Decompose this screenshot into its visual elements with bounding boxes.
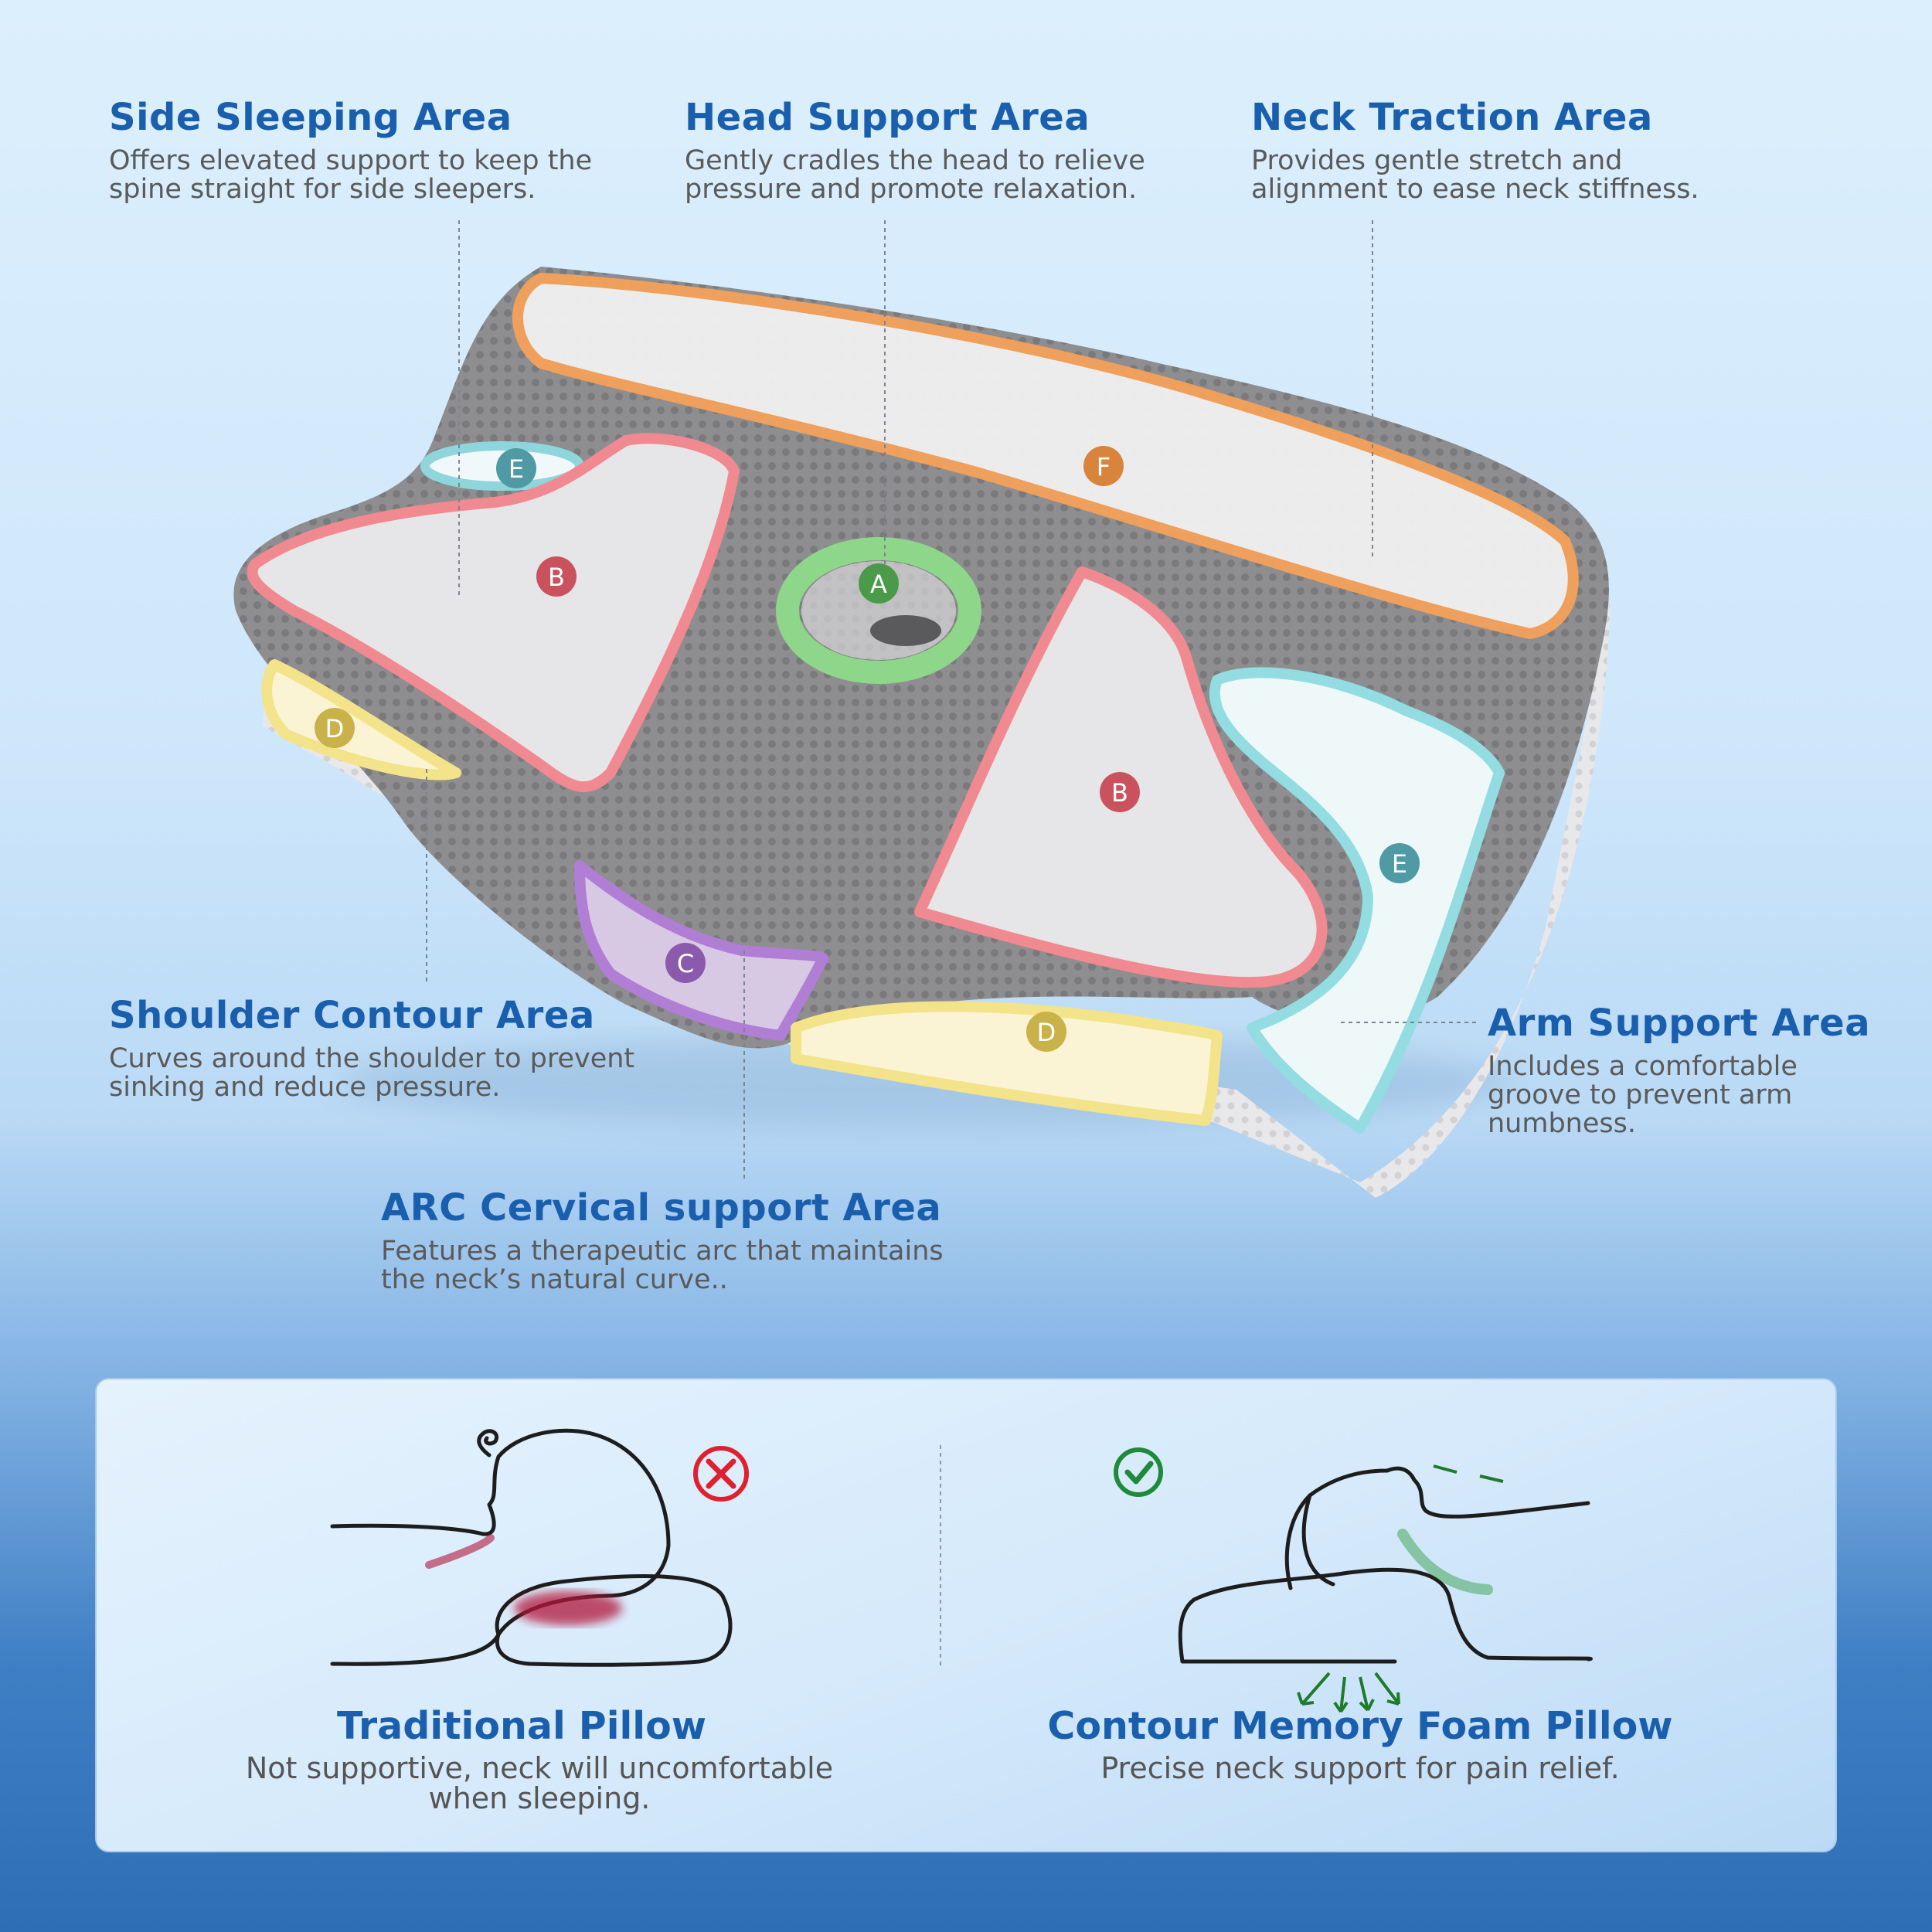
marker-d-left: D xyxy=(315,708,355,748)
marker-e-right: E xyxy=(1379,843,1420,883)
comparison-panel: Traditional Pillow Not supportive, neck … xyxy=(95,1378,1837,1852)
marker-e-right-label: E xyxy=(1392,849,1407,879)
shoulder-contour-title: Shoulder Contour Area xyxy=(109,994,595,1037)
traditional-pillow-title: Traditional Pillow xyxy=(336,1704,707,1748)
traditional-pillow-illustration xyxy=(330,1428,733,1667)
marker-b-right: B xyxy=(1100,772,1140,812)
shoulder-contour-desc: Curves around the shoulder to prevent si… xyxy=(109,1043,635,1103)
traditional-pillow-desc: Not supportive, neck will uncomfortable … xyxy=(245,1751,834,1815)
zone-a-ring xyxy=(776,537,981,684)
marker-d-right-label: D xyxy=(1037,1018,1056,1047)
contour-pillow-title: Contour Memory Foam Pillow xyxy=(1047,1704,1673,1748)
marker-c: C xyxy=(665,943,706,983)
marker-b-right-label: B xyxy=(1111,778,1128,808)
contour-pressure-arrows xyxy=(1297,1464,1504,1713)
head-support-label: Head Support Area Gently cradles the hea… xyxy=(685,96,1226,204)
neck-traction-title: Neck Traction Area xyxy=(1251,96,1653,139)
marker-f-label: F xyxy=(1097,452,1111,481)
contour-pillow-desc: Precise neck support for pain relief. xyxy=(1100,1751,1620,1785)
marker-b-left-label: B xyxy=(548,563,565,592)
arm-support-desc: Includes a comfortable groove to prevent… xyxy=(1488,1051,1798,1139)
zone-e-right xyxy=(1209,667,1505,1134)
marker-b-left: B xyxy=(536,556,577,597)
marker-d-right: D xyxy=(1026,1012,1066,1052)
marker-e-left: E xyxy=(496,448,536,488)
neck-traction-desc: Provides gentle stretch and alignment to… xyxy=(1251,145,1699,205)
arc-cervical-desc: Features a therapeutic arc that maintain… xyxy=(381,1236,944,1295)
comparison-illustrations xyxy=(330,1428,1593,1713)
marker-f: F xyxy=(1083,446,1124,486)
arm-support-title: Arm Support Area xyxy=(1488,1002,1871,1045)
pillow-diagram: A B B C D D E xyxy=(233,220,1611,1198)
marker-a: A xyxy=(859,563,899,604)
arc-cervical-title: ARC Cervical support Area xyxy=(381,1186,942,1230)
arm-support-label: Arm Support Area Includes a comfortable … xyxy=(1488,1002,1889,1138)
side-sleeping-desc: Offers elevated support to keep the spin… xyxy=(109,145,593,205)
zone-b-left xyxy=(247,433,740,792)
zone-f-neck-traction xyxy=(512,273,1579,639)
head-support-title: Head Support Area xyxy=(685,96,1090,139)
side-sleeping-title: Side Sleeping Area xyxy=(109,96,512,139)
zone-d-left xyxy=(261,659,461,781)
head-support-desc: Gently cradles the head to relieve press… xyxy=(685,145,1145,205)
arc-cervical-label: ARC Cervical support Area Features a the… xyxy=(381,1186,968,1294)
marker-a-label: A xyxy=(870,570,887,599)
marker-e-left-label: E xyxy=(509,454,524,484)
zone-a-hole xyxy=(870,615,941,646)
check-icon xyxy=(1114,1447,1163,1497)
side-sleeping-label: Side Sleeping Area Offers elevated suppo… xyxy=(109,96,650,204)
neck-traction-label: Neck Traction Area Provides gentle stret… xyxy=(1251,96,1761,204)
zone-d-right xyxy=(791,1001,1223,1126)
marker-c-label: C xyxy=(677,949,694,978)
marker-d-left-label: D xyxy=(325,714,345,743)
zone-c xyxy=(574,860,828,1041)
contour-pillow-illustration xyxy=(1178,1466,1593,1664)
cross-icon xyxy=(693,1446,749,1502)
shoulder-contour-label: Shoulder Contour Area Curves around the … xyxy=(109,994,681,1102)
